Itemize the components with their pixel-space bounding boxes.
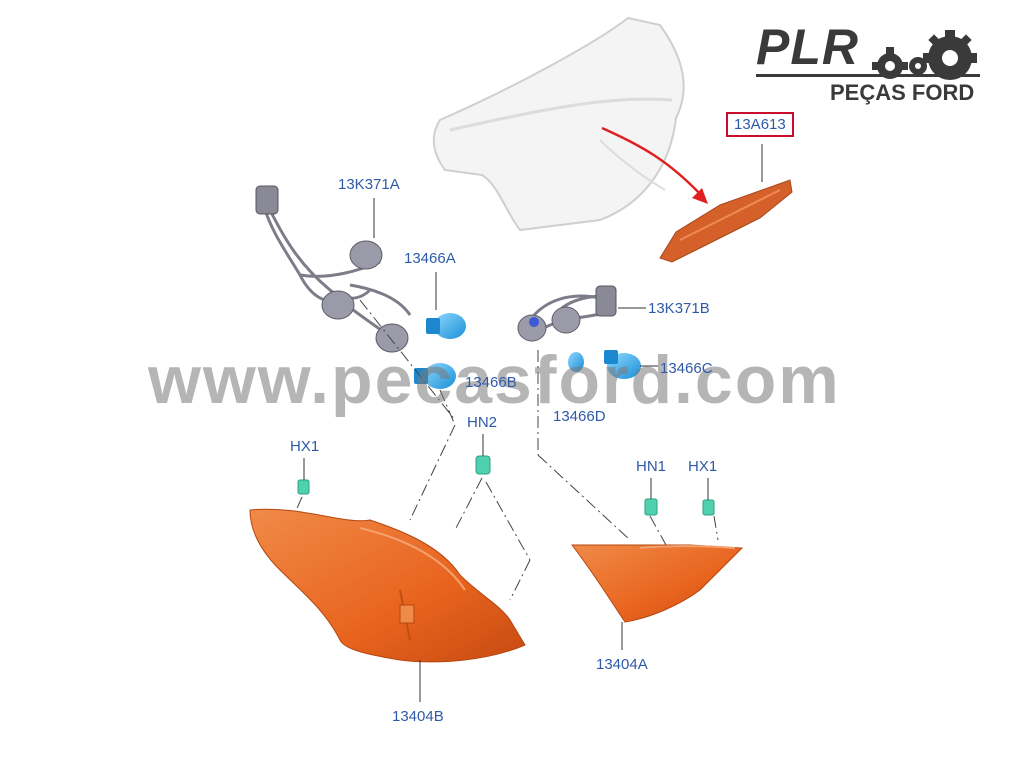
logo-divider (756, 74, 980, 77)
trunk-lid (432, 16, 685, 232)
bulb-13466A (426, 313, 466, 339)
pointer-arrow (601, 126, 703, 197)
arrow-head (692, 188, 708, 204)
bulb-sockets-right (517, 306, 581, 342)
logo-brand: PLR (756, 19, 859, 75)
part-label-HN2: HN2 (467, 414, 498, 431)
clip-hn1 (644, 498, 658, 516)
part-label-13K371A: 13K371A (338, 176, 400, 193)
part-label-13404A: 13404A (596, 656, 648, 673)
tail-lamp-13404A (570, 544, 744, 623)
socket-blue-ring (529, 317, 539, 327)
part-label-13A613: 13A613 (726, 112, 794, 137)
connector-plug-left (255, 185, 279, 215)
gear-icon (872, 30, 977, 80)
connector-plug-right (595, 285, 617, 317)
part-label-HN1: HN1 (636, 458, 667, 475)
assembly-lines (293, 299, 719, 601)
bulb-13466D (568, 352, 584, 372)
clip-hx1-left (297, 479, 310, 495)
part-label-13466D: 13466D (553, 408, 606, 425)
part-label-13466A: 13466A (404, 250, 456, 267)
part-label-13K371B: 13K371B (648, 300, 710, 317)
part-label-13466C: 13466C (660, 360, 713, 377)
tail-lamp-13404B (249, 508, 526, 663)
watermark: www.pecasford.com (148, 342, 841, 418)
part-label-HX1-left: HX1 (290, 438, 320, 455)
part-label-13404B: 13404B (392, 708, 444, 725)
part-label-HX1-right: HX1 (688, 458, 718, 475)
clip-hx1-right (702, 499, 715, 516)
bulb-sockets-left (321, 240, 409, 353)
part-label-13466B: 13466B (465, 374, 517, 391)
clip-hn2 (475, 455, 491, 475)
logo-tagline: PEÇAS FORD (830, 80, 975, 105)
bulb-13466C (604, 350, 641, 379)
high-mount-stop-lamp (659, 179, 793, 263)
